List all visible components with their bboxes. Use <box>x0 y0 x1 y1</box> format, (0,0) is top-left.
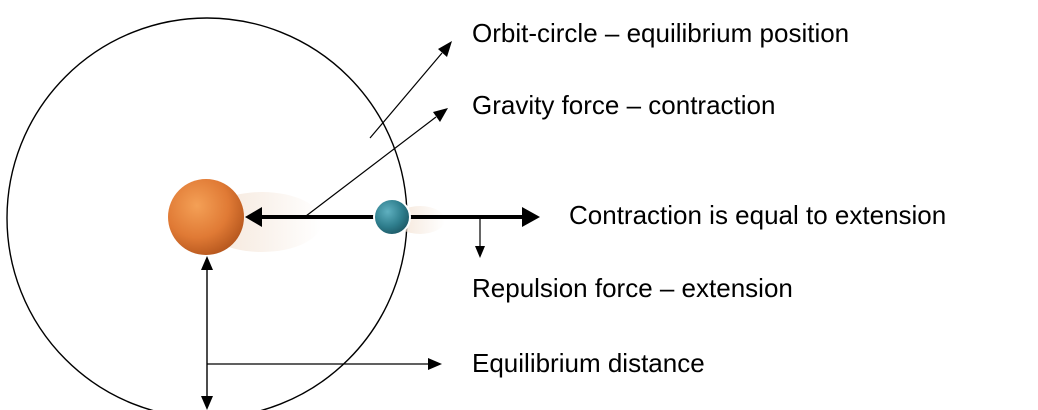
orbiting-body <box>373 198 411 236</box>
contraction-extension-label: Contraction is equal to extension <box>569 200 947 230</box>
gravity-pointer-arrowhead <box>433 108 448 122</box>
gravity-arrowhead <box>245 207 262 227</box>
repulsion-arrowhead <box>522 207 540 227</box>
orbit-circle-label: Orbit-circle – equilibrium position <box>472 18 850 48</box>
equilibrium-distance-top-arrowhead <box>201 256 213 270</box>
equilibrium-distance-bottom-arrowhead <box>201 396 213 410</box>
orbit-circle-pointer <box>369 52 443 139</box>
gravity-pointer <box>305 116 437 217</box>
central-body <box>168 179 244 255</box>
repulsion-force-label: Repulsion force – extension <box>472 273 793 303</box>
gravity-force-label: Gravity force – contraction <box>472 90 776 120</box>
repulsion-pointer-arrowhead <box>475 246 485 258</box>
equilibrium-distance-label: Equilibrium distance <box>472 348 705 378</box>
equilibrium-distance-pointer-arrowhead <box>428 358 442 370</box>
orbit-circle-pointer-arrowhead <box>438 41 452 57</box>
